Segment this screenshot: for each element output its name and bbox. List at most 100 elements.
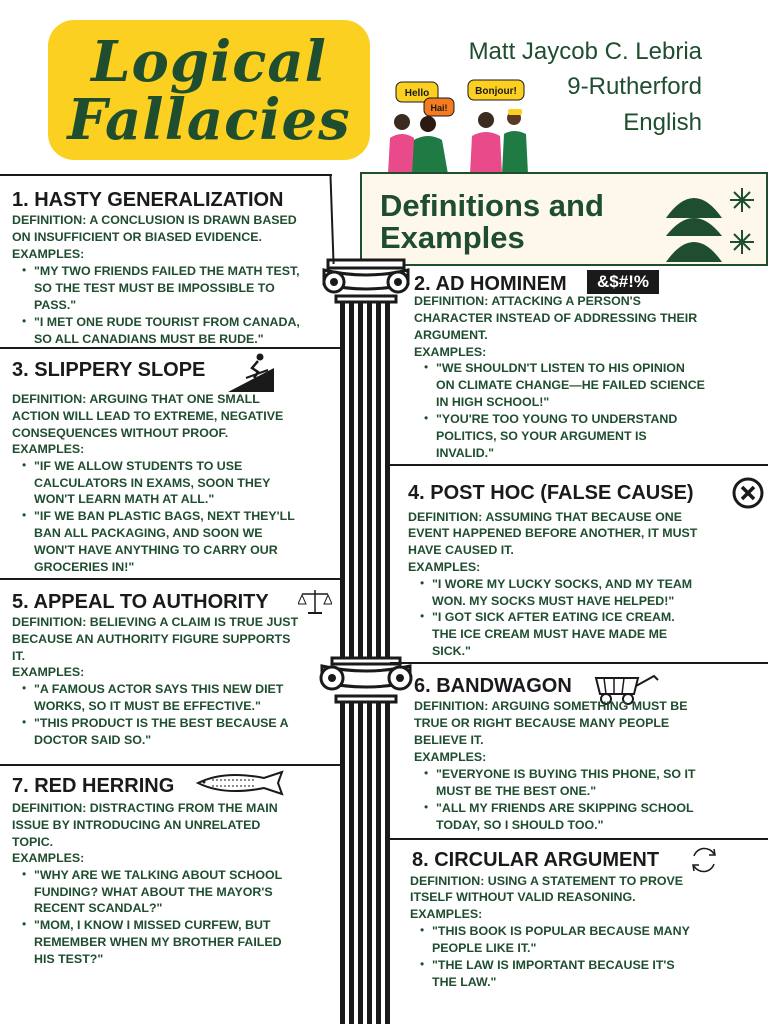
example-line: "WE SHOULDN'T LISTEN TO HIS OPINION: [436, 361, 685, 375]
example-line: "THIS PRODUCT IS THE BEST BECAUSE A: [34, 716, 289, 730]
cycle-arrows-icon: [692, 847, 716, 873]
fish-icon: [195, 770, 284, 796]
example-line: "I MET ONE RUDE TOURIST FROM CANADA,: [34, 315, 300, 329]
section-title: 8. CIRCULAR ARGUMENT: [412, 849, 660, 871]
section-title: 5. APPEAL TO AUTHORITY: [12, 591, 269, 613]
example-line: WON'T HAVE ANYTHING TO CARRY OUR: [34, 543, 278, 557]
example-line: SO THE TEST MUST BE IMPOSSIBLE TO: [34, 281, 275, 295]
examples-label: EXAMPLES:: [408, 560, 481, 574]
example-line: "MY TWO FRIENDS FAILED THE MATH TEST,: [34, 264, 300, 278]
definition-line: CHARACTER INSTEAD OF ADDRESSING THEIR: [414, 311, 698, 325]
definition-line: DEFINITION: USING A STATEMENT TO PROVE: [410, 874, 684, 888]
author-subject: English: [623, 109, 702, 136]
example-line: IN HIGH SCHOOL!": [436, 395, 550, 409]
example-line: WON'T LEARN MATH AT ALL.": [34, 492, 215, 506]
examples-label: EXAMPLES:: [414, 345, 487, 359]
example-line: BAN ALL PACKAGING, AND SOON WE: [34, 526, 263, 540]
definition-line: TRUE OR RIGHT BECAUSE MANY PEOPLE: [414, 716, 670, 730]
examples-label: EXAMPLES:: [12, 247, 85, 261]
bullet-icon: •: [424, 411, 429, 425]
divider: [390, 662, 768, 664]
example-line: FUNDING? WHAT ABOUT THE MAYOR'S: [34, 885, 273, 899]
examples-label: EXAMPLES:: [410, 907, 483, 921]
definition-line: BECAUSE AN AUTHORITY FIGURE SUPPORTS: [12, 632, 291, 646]
definition-line: ARGUMENT.: [414, 328, 488, 342]
author-section: 9-Rutherford: [567, 73, 702, 100]
bullet-icon: •: [420, 609, 425, 623]
title-line-1: Logical: [91, 29, 327, 95]
scales-icon: [298, 590, 332, 614]
divider: [390, 838, 768, 840]
title-banner: Logical Fallacies: [48, 20, 370, 160]
example-line: GROCERIES IN!": [34, 560, 135, 574]
example-line: "WHY ARE WE TALKING ABOUT SCHOOL: [34, 868, 283, 882]
divider: [329, 174, 335, 264]
examples-label: EXAMPLES:: [12, 442, 85, 456]
definitions-banner: Definitions and Examples: [360, 172, 768, 266]
censored-badge-icon: &$#!%: [587, 270, 659, 294]
bullet-icon: •: [22, 681, 27, 695]
bullet-icon: •: [22, 314, 27, 328]
section-title: 3. SLIPPERY SLOPE: [12, 359, 206, 381]
example-line: TODAY, SO I SHOULD TOO.": [436, 818, 604, 832]
bullet-icon: •: [420, 957, 425, 971]
definition-line: ACTION WILL LEAD TO EXTREME, NEGATIVE: [12, 409, 284, 423]
example-line: PASS.": [34, 298, 77, 312]
example-line: "IF WE ALLOW STUDENTS TO USE: [34, 459, 243, 473]
example-line: RECENT SCANDAL?": [34, 901, 163, 915]
greek-column-illustration: [318, 258, 414, 1024]
divider: [0, 174, 332, 176]
definition-line: DEFINITION: ARGUING SOMETHING MUST BE: [414, 699, 688, 713]
example-line: ON CLIMATE CHANGE—HE FAILED SCIENCE: [436, 378, 705, 392]
definition-line: DEFINITION: ARGUING THAT ONE SMALL: [12, 392, 260, 406]
example-line: "EVERYONE IS BUYING THIS PHONE, SO IT: [436, 767, 696, 781]
example-line: THE LAW.": [432, 975, 497, 989]
definition-line: DEFINITION: A CONCLUSION IS DRAWN BASED: [12, 213, 297, 227]
definition-line: TOPIC.: [12, 835, 54, 849]
example-line: WORKS, SO IT MUST BE EFFECTIVE.": [34, 699, 261, 713]
section-title: 6. BANDWAGON: [414, 675, 572, 697]
divider: [390, 464, 768, 466]
definition-line: IT.: [12, 649, 26, 663]
example-line: "ALL MY FRIENDS ARE SKIPPING SCHOOL: [436, 801, 694, 815]
bubble-hello: Hello: [405, 88, 429, 99]
bullet-icon: •: [22, 508, 27, 522]
divider: [0, 764, 340, 766]
bubble-hai: Hai!: [430, 103, 447, 113]
bullet-icon: •: [424, 800, 429, 814]
banner-title-line-2: Examples: [380, 220, 525, 255]
example-line: "A FAMOUS ACTOR SAYS THIS NEW DIET: [34, 682, 284, 696]
bullet-icon: •: [22, 917, 27, 931]
definition-line: ITSELF WITHOUT VALID REASONING.: [410, 890, 636, 904]
definition-line: BELIEVE IT.: [414, 733, 484, 747]
example-line: "THE LAW IS IMPORTANT BECAUSE IT'S: [432, 958, 675, 972]
definition-line: DEFINITION: BELIEVING A CLAIM IS TRUE JU…: [12, 615, 299, 629]
definition-line: HAVE CAUSED IT.: [408, 543, 514, 557]
definition-line: ON INSUFFICIENT OR BIASED EVIDENCE.: [12, 230, 262, 244]
definition-line: CONSEQUENCES WITHOUT PROOF.: [12, 426, 229, 440]
example-line: "YOU'RE TOO YOUNG TO UNDERSTAND: [436, 412, 678, 426]
example-line: CALCULATORS IN EXAMS, SOON THEY: [34, 476, 271, 490]
example-line: REMEMBER WHEN MY BROTHER FAILED: [34, 935, 282, 949]
example-line: POLITICS, SO YOUR ARGUMENT IS: [436, 429, 647, 443]
arch-shapes-icon: [666, 188, 754, 262]
bullet-icon: •: [22, 458, 27, 472]
definition-line: ISSUE BY INTRODUCING AN UNRELATED: [12, 818, 261, 832]
examples-label: EXAMPLES:: [12, 851, 85, 865]
example-line: SICK.": [432, 644, 471, 658]
example-line: THE ICE CREAM MUST HAVE MADE ME: [432, 627, 668, 641]
example-line: WON. MY SOCKS MUST HAVE HELPED!": [432, 594, 675, 608]
bullet-icon: •: [420, 576, 425, 590]
section-title: 2. AD HOMINEM: [414, 273, 567, 295]
bullet-icon: •: [420, 923, 425, 937]
wagon-icon: [594, 674, 659, 705]
title-line-2: Fallacies: [67, 87, 351, 153]
example-line: INVALID.": [436, 446, 494, 460]
examples-label: EXAMPLES:: [414, 750, 487, 764]
bubble-bonjour: Bonjour!: [475, 86, 517, 97]
x-circle-icon: [732, 477, 764, 509]
bullet-icon: •: [22, 867, 27, 881]
definition-line: EVENT HAPPENED BEFORE ANOTHER, IT MUST: [408, 526, 698, 540]
definition-line: DEFINITION: ASSUMING THAT BECAUSE ONE: [408, 510, 682, 524]
example-line: "IF WE BAN PLASTIC BAGS, NEXT THEY'LL: [34, 509, 295, 523]
